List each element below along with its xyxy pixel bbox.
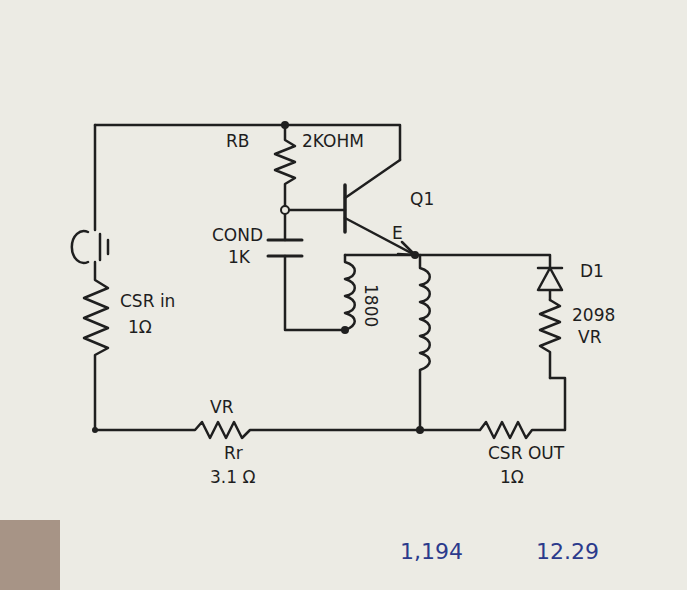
part-name: Rr xyxy=(224,444,243,463)
transistor-symbol xyxy=(343,185,347,232)
part-value: 1Ω xyxy=(128,318,152,337)
junction-dot xyxy=(341,326,349,334)
measurement: 1,194 xyxy=(400,540,463,564)
part-value: 1K xyxy=(228,248,250,267)
part-name: COND xyxy=(212,226,263,245)
part-name: RB xyxy=(226,132,249,151)
pin-name: E xyxy=(392,224,403,243)
part-value: 2KOHM xyxy=(302,132,364,151)
part-name: Q1 xyxy=(410,190,434,209)
inductor-symbol xyxy=(345,255,355,330)
measurement: 12.29 xyxy=(536,540,599,564)
part-value: VR xyxy=(210,398,233,417)
junction-dot xyxy=(92,427,98,433)
wire xyxy=(95,125,400,160)
junction-dot xyxy=(281,206,289,214)
part-name: CSR OUT xyxy=(488,444,564,463)
part-value: 2098 xyxy=(572,306,615,325)
resistor-symbol xyxy=(540,300,560,378)
wire xyxy=(345,255,550,268)
part-value: 1Ω xyxy=(500,468,524,487)
inductor-symbol xyxy=(420,255,430,430)
source-symbol xyxy=(72,231,88,263)
junction-dot xyxy=(281,121,289,129)
part-value: 3.1 Ω xyxy=(210,468,255,487)
part-value: VR xyxy=(578,328,601,347)
wire xyxy=(94,125,97,230)
resistor-symbol xyxy=(84,262,108,430)
resistor-symbol xyxy=(275,125,295,240)
wire xyxy=(285,209,345,212)
thumb xyxy=(0,520,60,590)
transistor-symbol xyxy=(345,218,415,255)
wire xyxy=(285,256,345,330)
capacitor-symbol xyxy=(268,240,302,256)
wire xyxy=(95,378,565,438)
part-value: 1800 xyxy=(361,284,380,327)
diode-symbol xyxy=(538,268,562,300)
source-symbol xyxy=(100,234,108,260)
junction-dot xyxy=(411,251,419,259)
part-name: D1 xyxy=(580,262,604,281)
transistor-symbol xyxy=(345,160,400,198)
part-name: CSR in xyxy=(120,292,175,311)
junction-dot xyxy=(416,426,424,434)
